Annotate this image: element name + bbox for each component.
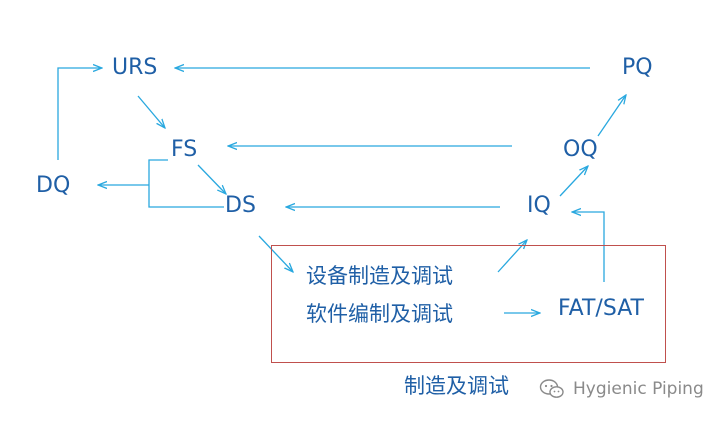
arrow-dq-to-urs — [57, 68, 102, 160]
node-urs: URS — [112, 55, 158, 80]
watermark: Hygienic Piping — [539, 378, 704, 400]
arrow-ds-to-equipment — [258, 235, 293, 272]
box-caption: 制造及调试 — [404, 374, 509, 398]
arrow-urs-to-fs — [137, 95, 165, 128]
node-ds: DS — [225, 193, 256, 218]
arrow-iq-to-oq — [559, 166, 588, 197]
node-fat-sat: FAT/SAT — [558, 296, 644, 321]
node-dq: DQ — [36, 173, 71, 198]
manufacturing-box — [271, 245, 666, 363]
node-pq: PQ — [622, 55, 653, 80]
node-software-development: 软件编制及调试 — [306, 302, 453, 326]
arrow-oq-to-pq — [597, 95, 626, 137]
watermark-text: Hygienic Piping — [573, 379, 704, 399]
wechat-icon — [539, 379, 564, 398]
arrow-fatsat-to-iq — [572, 212, 605, 282]
bracket-fs-ds — [148, 159, 224, 208]
node-equipment-manufacturing: 设备制造及调试 — [306, 264, 453, 288]
node-iq: IQ — [527, 193, 551, 218]
node-fs: FS — [171, 137, 198, 162]
node-oq: OQ — [563, 137, 598, 162]
arrow-fs-to-ds — [197, 164, 226, 194]
